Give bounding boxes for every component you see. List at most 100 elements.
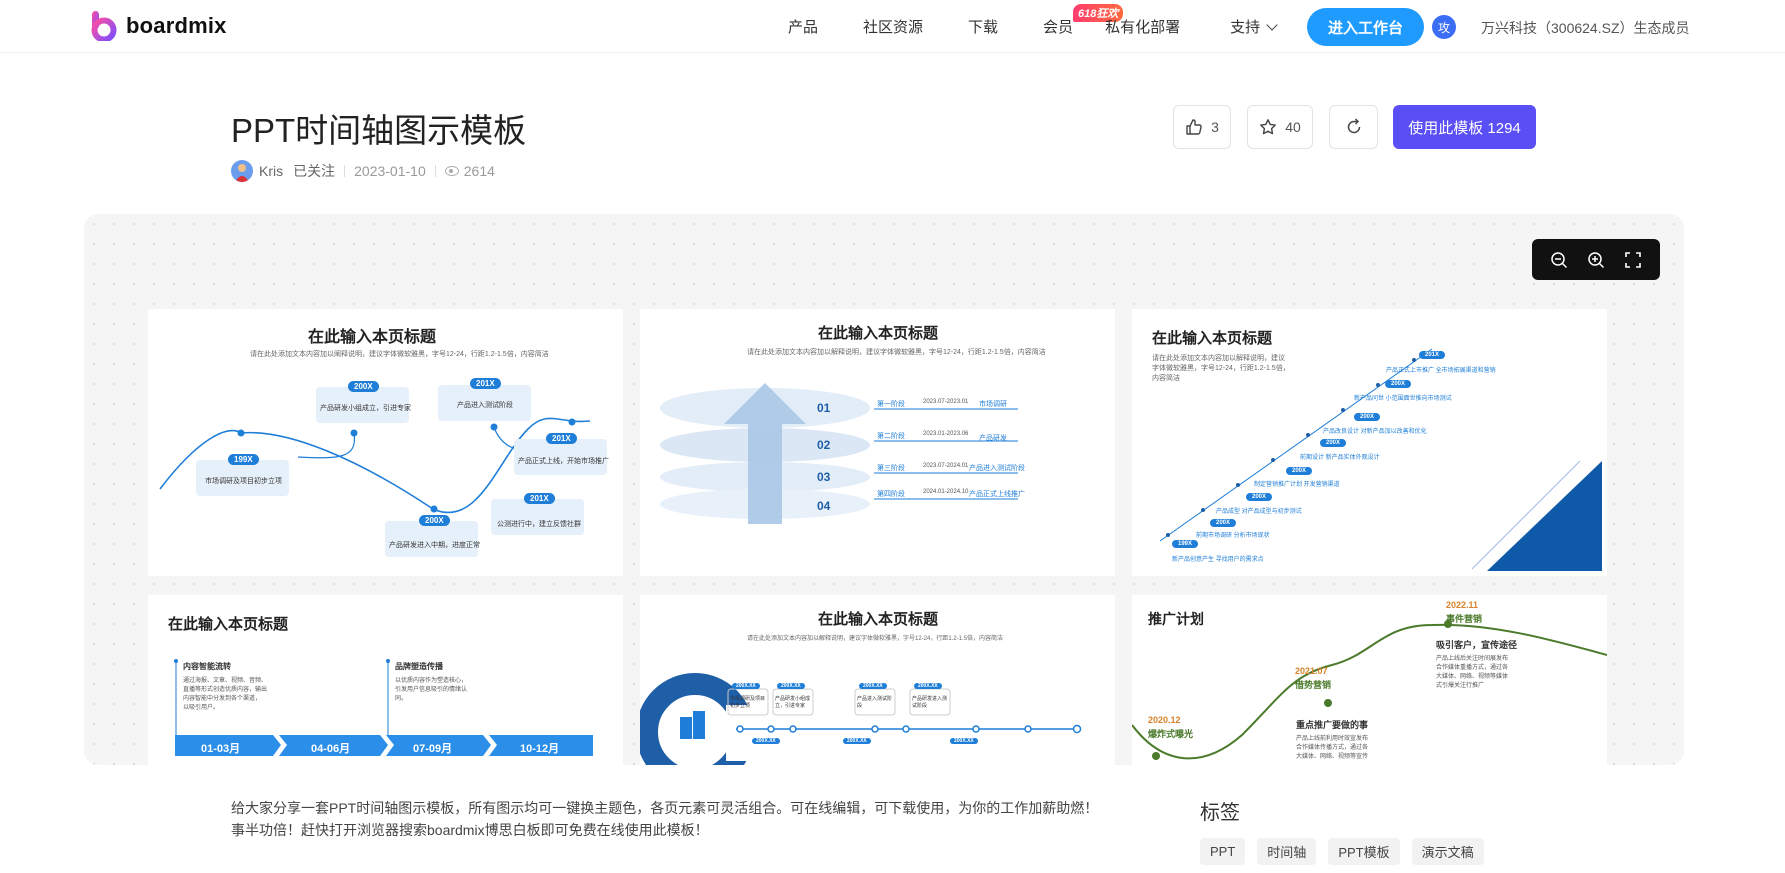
- follow-status[interactable]: 已关注: [293, 163, 336, 179]
- milestone-label: 产品研发进入测试阶段: [912, 696, 948, 709]
- template-meta: Kris 已关注 2023-01-10 2614: [231, 160, 495, 182]
- nav-item-product[interactable]: 产品: [788, 19, 819, 36]
- section-text: 大媒体、网络、视频等宣传: [1296, 754, 1369, 760]
- section-text: 大媒体、网络、视频等媒体: [1436, 674, 1509, 680]
- step-number: 03: [817, 470, 831, 484]
- slide-title: 在此输入本页标题: [168, 616, 289, 633]
- stage-label: 第四阶段: [877, 491, 905, 498]
- nav-item-support-label: 支持: [1230, 19, 1261, 36]
- tag-timeline[interactable]: 时间轴: [1257, 838, 1317, 865]
- month-label: 04-06月: [311, 743, 351, 755]
- brand-name: boardmix: [126, 13, 227, 38]
- slide-5[interactable]: 在此输入本页标题 请在此处添加文本内容加以解释说明，建议字体微软雅黑，字号12-…: [640, 595, 1115, 765]
- tag-ppt[interactable]: PPT: [1200, 838, 1246, 865]
- section-text: 通过海报、文章、视频、音频、: [183, 678, 268, 684]
- section-text: 产品上线后关注时间展发布: [1436, 656, 1509, 662]
- slide-title: 在此输入本页标题: [308, 329, 437, 346]
- milestone-label: 前期设计 新产品实体外观设计: [1300, 455, 1380, 461]
- slide-3[interactable]: 在此输入本页标题 请在此处添加文本内容加以解释说明，建议 字体微软雅黑，字号12…: [1132, 309, 1607, 576]
- stacked-discs-graphic: [660, 383, 1018, 524]
- milestone-pill: 200X.XX: [732, 683, 760, 689]
- milestone-pill: 200X.XX: [752, 738, 780, 744]
- milestone-label: 公测进行中，建立反馈社群: [497, 521, 581, 528]
- milestone-pill: 199X: [228, 454, 259, 465]
- thumbs-up-icon: [1186, 119, 1202, 135]
- nav-item-download[interactable]: 下载: [968, 19, 999, 36]
- divider: [434, 165, 436, 177]
- milestone-pill: 200X.XX: [859, 683, 887, 689]
- user-avatar[interactable]: 攻: [1432, 15, 1456, 39]
- slide-subtitle-line: 请在此处添加文本内容加以解释说明，建议: [1152, 355, 1285, 362]
- slide-2[interactable]: 在此输入本页标题 请在此处添加文本内容加以解释说明，建议字体微软雅黑，字号12-…: [640, 309, 1115, 576]
- nav-item-private-deploy[interactable]: 私有化部署: [1105, 19, 1181, 36]
- milestone-label: 市场调研及项目初步立项: [730, 696, 766, 709]
- milestone-label: 新产品创意产生 寻找用户的需求点: [1172, 557, 1264, 563]
- slide-title: 在此输入本页标题: [1152, 330, 1273, 347]
- stage-label: 第三阶段: [877, 465, 905, 472]
- nav-item-community[interactable]: 社区资源: [863, 19, 924, 36]
- author-avatar[interactable]: [231, 160, 253, 182]
- milestone-pill: 200X.XX: [777, 683, 805, 689]
- zoom-in-icon[interactable]: [1585, 249, 1607, 271]
- milestone-name: 事件营销: [1446, 614, 1483, 624]
- milestone-label: 产品研发小组成立，引进专家: [775, 696, 811, 709]
- slide-subtitle: 请在此处添加文本内容加以解释说明，建议字体微软雅黑，字号12-24，行距1.2-…: [747, 636, 1004, 642]
- stage-item: 产品研发: [979, 435, 1007, 442]
- slide-6[interactable]: 推广计划 2020.12 爆炸式曝光 2021.07 借势营销 2022.11 …: [1132, 595, 1607, 765]
- enter-workspace-button[interactable]: 进入工作台: [1307, 8, 1424, 46]
- month-label: 10-12月: [520, 743, 560, 755]
- nav-item-member[interactable]: 会员 618狂欢: [1043, 4, 1124, 37]
- section-heading: 内容智能流转: [183, 662, 231, 671]
- milestone-pill: 201X: [524, 493, 555, 504]
- favorite-button[interactable]: 40: [1247, 105, 1313, 149]
- step-number: 02: [817, 438, 831, 452]
- fullscreen-icon[interactable]: [1622, 249, 1644, 271]
- milestone-label: 前期市场调研 分析市场现状: [1196, 533, 1270, 539]
- publish-date: 2023-01-10: [354, 163, 426, 179]
- section-text: 直播等形式创造优质内容，输出: [183, 687, 268, 693]
- milestone-pill: 200X: [1286, 467, 1313, 475]
- promo-badge: 618狂欢: [1073, 4, 1124, 22]
- like-count: 3: [1211, 119, 1219, 135]
- milestone-label: 产品成型 对产品成型与初步测试: [1216, 509, 1302, 515]
- share-button[interactable]: [1329, 105, 1378, 149]
- template-preview-canvas[interactable]: 在此输入本页标题 请在此处添加文本内容加以阐释说明，建议字体微软雅黑，字号12-…: [84, 214, 1684, 765]
- tags-heading: 标签: [1200, 802, 1240, 824]
- brand-logo[interactable]: boardmix: [90, 11, 227, 43]
- view-count: 2614: [463, 163, 495, 179]
- milestone-pill: 200X: [1385, 380, 1412, 388]
- main-menu: 产品 社区资源 下载 会员 618狂欢 私有化部署 支持: [788, 0, 1278, 53]
- milestone-label: 产品进入测试阶段: [457, 402, 513, 409]
- slide-subtitle-line: 字体微软雅黑，字号12-24，行距1.2-1.5倍，: [1152, 365, 1290, 372]
- nav-item-support[interactable]: 支持: [1230, 16, 1278, 37]
- tag-list: PPT 时间轴 PPT模板 演示文稿: [1200, 838, 1484, 865]
- author-name[interactable]: Kris: [259, 163, 284, 179]
- slide-4[interactable]: 在此输入本页标题 内容智能流转 通过海报、文章、视频、音频、 直播等形式创造优质…: [148, 595, 623, 765]
- milestone-label: 市场调研及项目初步立项: [205, 478, 282, 485]
- like-button[interactable]: 3: [1173, 105, 1231, 149]
- milestone-pill: 200X: [1320, 439, 1347, 447]
- section-text: 以优质内容作为塑造核心，: [395, 678, 468, 684]
- use-template-button[interactable]: 使用此模板 1294: [1393, 105, 1536, 149]
- milestone-pill: 200X: [1210, 519, 1237, 527]
- section-text: 合作媒体传播方式，通过各: [1296, 745, 1369, 751]
- month-label: 01-03月: [201, 743, 241, 755]
- stage-item: 产品进入测试阶段: [969, 465, 1025, 472]
- slide-title: 在此输入本页标题: [818, 611, 939, 628]
- stage-label: 第一阶段: [877, 401, 905, 408]
- tag-ppt-template[interactable]: PPT模板: [1328, 838, 1400, 865]
- zoom-out-icon[interactable]: [1548, 249, 1570, 271]
- nav-item-member-label: 会员: [1043, 19, 1074, 36]
- milestone-label: 产品研发进入中期，进度正常: [389, 542, 480, 549]
- milestone-date: 2021.07: [1295, 666, 1328, 676]
- page-title: PPT时间轴图示模板: [231, 112, 527, 149]
- slide-1[interactable]: 在此输入本页标题 请在此处添加文本内容加以阐释说明，建议字体微软雅黑，字号12-…: [148, 309, 623, 576]
- milestone-pill: 200X: [1354, 413, 1381, 421]
- slide-subtitle-line: 内容简洁: [1152, 375, 1180, 382]
- ecosystem-note[interactable]: 万兴科技（300624.SZ）生态成员: [1481, 20, 1690, 36]
- step-number: 04: [817, 499, 831, 513]
- tag-presentation[interactable]: 演示文稿: [1411, 838, 1484, 865]
- template-description: 给大家分享一套PPT时间轴图示模板，所有图示均可一键换主题色，各页元素可灵活组合…: [231, 800, 1099, 838]
- section-text: 产品上线前利用时效宣发布: [1296, 736, 1369, 742]
- milestone-pill: 200X: [1246, 493, 1273, 501]
